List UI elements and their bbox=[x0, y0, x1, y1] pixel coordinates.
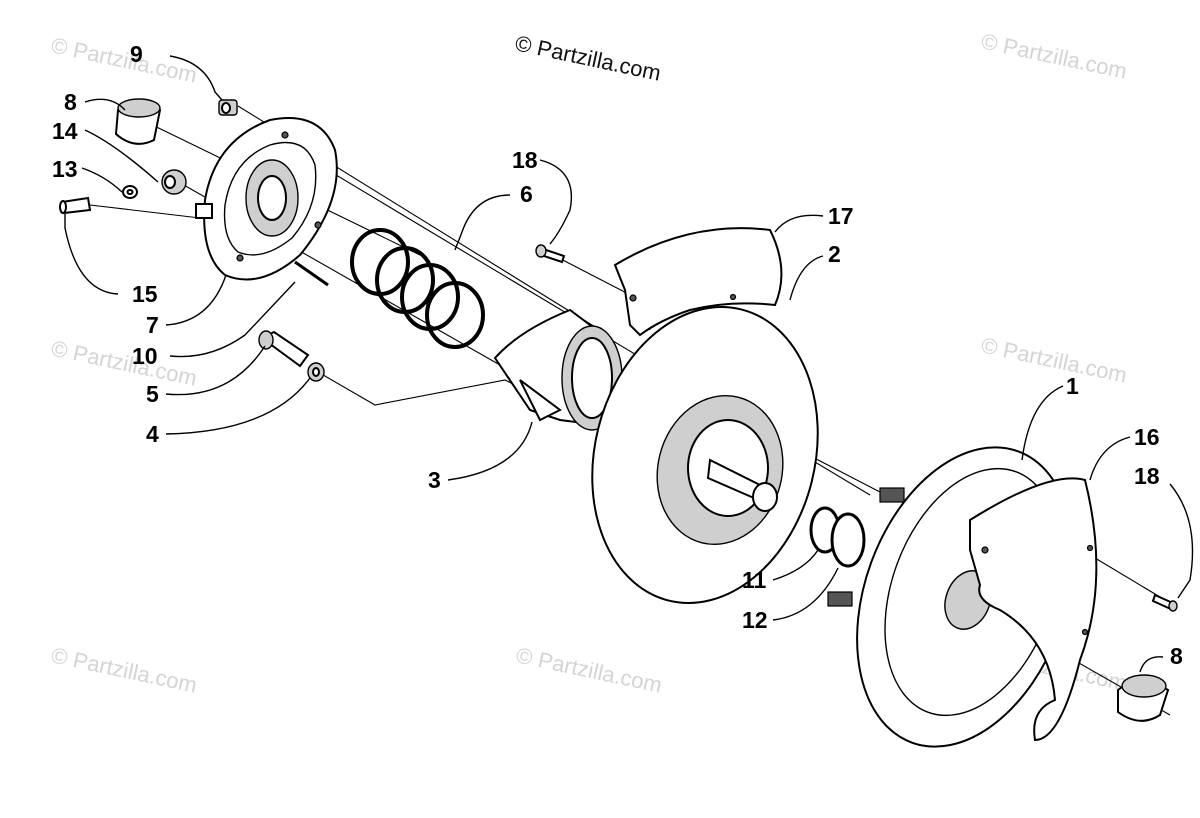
callout-10: 10 bbox=[132, 343, 158, 369]
part-4-nut bbox=[307, 362, 325, 382]
callout-6: 6 bbox=[520, 181, 533, 207]
callout-16: 16 bbox=[1134, 424, 1160, 450]
callout-5: 5 bbox=[146, 381, 159, 407]
part-16-shield bbox=[969, 477, 1098, 742]
copyright-text: © Partzilla.com bbox=[513, 30, 663, 85]
watermark-mid-right: © Partzilla.com bbox=[979, 332, 1129, 387]
leader-lines bbox=[64, 55, 1194, 673]
watermark-bottom-center: © Partzilla.com bbox=[514, 642, 664, 697]
part-9-nut bbox=[218, 99, 238, 116]
part-3-cam bbox=[493, 308, 623, 431]
callout-1: 1 bbox=[1066, 373, 1079, 399]
part-8-bushing-bottom bbox=[1117, 674, 1170, 722]
part-12-washer bbox=[830, 512, 866, 568]
callout-4: 4 bbox=[146, 421, 159, 447]
callout-15: 15 bbox=[132, 281, 158, 307]
part-14-roller bbox=[161, 169, 187, 195]
callout-11: 11 bbox=[742, 567, 767, 593]
callout-8-top: 8 bbox=[64, 89, 77, 115]
callout-3: 3 bbox=[428, 467, 441, 493]
callout-2: 2 bbox=[828, 241, 841, 267]
callout-18-right: 18 bbox=[1134, 463, 1160, 489]
callout-12: 12 bbox=[742, 607, 768, 633]
part-6-spring bbox=[350, 228, 485, 349]
part-5-bolt bbox=[258, 330, 310, 368]
callout-labels: 9 8 14 13 15 7 10 5 4 3 18 6 17 2 1 16 1… bbox=[52, 41, 1183, 669]
watermark-top-left: © Partzilla.com bbox=[49, 32, 199, 87]
part-13-washer bbox=[122, 185, 138, 199]
watermark-top-right: © Partzilla.com bbox=[979, 28, 1129, 83]
watermark-bottom-left: © Partzilla.com bbox=[49, 642, 199, 697]
callout-8-bottom: 8 bbox=[1170, 643, 1183, 669]
callout-14: 14 bbox=[52, 118, 78, 144]
callout-9: 9 bbox=[130, 41, 143, 67]
callout-7: 7 bbox=[146, 312, 159, 338]
callout-17: 17 bbox=[828, 203, 854, 229]
watermark-mid-left: © Partzilla.com bbox=[49, 335, 199, 390]
part-18-bolt-top bbox=[535, 244, 566, 264]
part-18-bolt-right bbox=[1151, 593, 1178, 612]
part-15-pin bbox=[59, 196, 92, 215]
callout-13: 13 bbox=[52, 156, 78, 182]
part-8-bushing-top bbox=[114, 98, 162, 145]
callout-18-top: 18 bbox=[512, 147, 538, 173]
part-17-shield bbox=[613, 227, 783, 337]
part-10-screw bbox=[294, 260, 329, 287]
part-2-sheave bbox=[591, 306, 819, 604]
part-7-cover bbox=[195, 117, 338, 281]
